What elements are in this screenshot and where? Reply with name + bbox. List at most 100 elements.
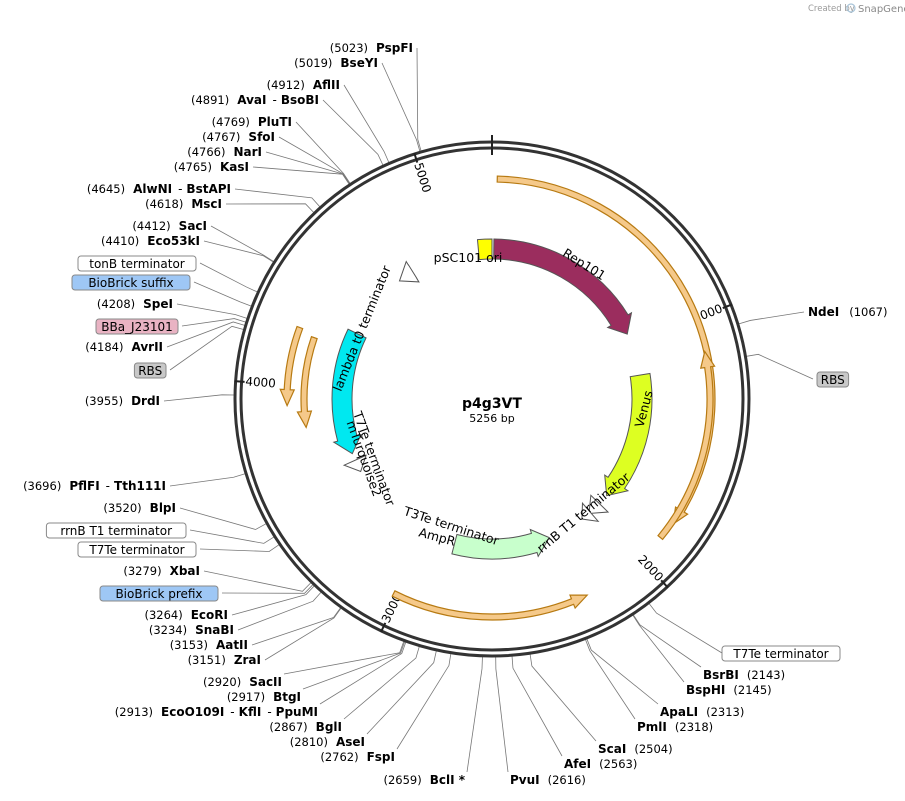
site-name: FspI — [367, 750, 395, 764]
restriction-site: (3151) ZraI — [188, 653, 261, 667]
callout-label: rrnB T1 terminator — [60, 524, 172, 538]
feature-callout: BioBrick suffix — [71, 274, 191, 291]
site-name-extra: BsoBI — [281, 93, 319, 107]
site-position: (4412) — [132, 219, 170, 233]
site-position: (3696) — [23, 479, 61, 493]
site-name: PflFI — [69, 479, 99, 493]
site-label: (2867)BglI — [269, 720, 342, 734]
restriction-site: (4618)MscI — [145, 197, 222, 211]
site-position: (4410) — [101, 234, 139, 248]
site-label: PvuI (2616) — [510, 773, 586, 787]
leader-line — [343, 84, 390, 163]
orf-arrow — [279, 325, 304, 408]
feature-rep101 — [493, 238, 633, 335]
leader-line — [225, 203, 315, 213]
leader-line — [366, 650, 437, 735]
feature-psc101-ori — [476, 238, 493, 261]
site-label: (2913)EcoO109I-KflI-PpuMI — [115, 705, 318, 719]
leader-line — [252, 166, 350, 185]
site-position: (3151) — [188, 653, 226, 667]
site-name: XbaI — [170, 564, 200, 578]
leader-line — [511, 656, 563, 757]
restriction-site: (5023)PspFI — [330, 41, 413, 55]
restriction-site: (2913)EcoO109I-KflI-PpuMI — [115, 705, 318, 719]
orf-arrow — [657, 349, 716, 541]
restriction-site: (4410)Eco53kI — [101, 234, 200, 248]
restriction-site: (3955)DrdI — [85, 394, 160, 408]
site-name: AvaI — [237, 93, 266, 107]
leader-line — [295, 121, 351, 184]
site-name: AflII — [313, 78, 340, 92]
leader-line — [396, 653, 452, 750]
leader-line — [746, 353, 814, 380]
site-position: (4184) — [85, 340, 123, 354]
site-label: PmlI(2318) — [637, 720, 713, 734]
site-name: PspFI — [376, 41, 413, 55]
credit-prefix: Created by — [808, 4, 855, 14]
feature-callout: tonB terminator — [77, 255, 197, 272]
leader-line — [529, 654, 597, 742]
callout-box — [77, 255, 197, 272]
restriction-site: (2867)BglI — [269, 720, 342, 734]
site-position: (4765) — [174, 160, 212, 174]
feature-callout: rrnB T1 terminator — [45, 522, 187, 539]
site-position: (2762) — [320, 750, 358, 764]
site-name: PluTI — [258, 115, 292, 129]
site-position: (2616) — [548, 773, 586, 787]
feature-lambda-t0-terminator — [398, 260, 420, 283]
callout-box — [133, 362, 167, 379]
restriction-site: (4766)NarI — [187, 145, 262, 159]
credit-brand: SnapGene — [858, 4, 905, 15]
callout-box — [77, 541, 197, 558]
site-name: AfeI — [564, 757, 591, 771]
restriction-site: (2917)BtgI — [227, 690, 301, 704]
feature-label: rrnB T1 terminator — [534, 469, 633, 556]
callout-label: RBS — [821, 373, 845, 387]
leader-line — [633, 614, 702, 668]
site-separator: - — [273, 93, 277, 107]
leader-line — [495, 656, 509, 773]
site-name: ZraI — [234, 653, 261, 667]
site-position: (4645) — [87, 182, 125, 196]
site-position: (2563) — [599, 757, 637, 771]
site-name: BclI * — [430, 773, 466, 787]
plasmid-name: p4g3VT — [462, 396, 522, 412]
site-name: DrdI — [131, 394, 160, 408]
site-label: (3264)EcoRI — [144, 608, 228, 622]
callout-label: BioBrick prefix — [115, 587, 202, 601]
site-label: (3151) ZraI — [188, 653, 261, 667]
leader-line — [199, 262, 258, 293]
site-position: (4912) — [267, 78, 305, 92]
leader-line — [221, 584, 314, 594]
site-name: PvuI — [510, 773, 540, 787]
restriction-site: BsrBI(2143) — [703, 668, 785, 682]
site-name: SpeI — [143, 297, 173, 311]
site-label: (3234)SnaBI — [149, 623, 234, 637]
site-name: SfoI — [248, 130, 275, 144]
site-position: (4769) — [212, 115, 250, 129]
callout-label: T7Te terminator — [732, 647, 828, 661]
restriction-site: (4208)SpeI — [97, 297, 173, 311]
callout-box — [71, 274, 191, 291]
site-name-extra: PpuMI — [276, 705, 318, 719]
site-position: (2318) — [675, 720, 713, 734]
site-position: (2504) — [634, 742, 672, 756]
leader-line — [381, 62, 421, 152]
leader-line — [343, 646, 420, 720]
leader-line — [234, 188, 321, 208]
leader-line — [632, 614, 685, 683]
site-name: BspHI — [686, 683, 725, 697]
feature-callout: BioBrick prefix — [99, 585, 219, 602]
site-position: (4766) — [187, 145, 225, 159]
site-name: AvrII — [131, 340, 163, 354]
callout-box — [816, 371, 850, 388]
tick-label: 5000 — [411, 161, 434, 194]
leader-line — [264, 607, 342, 661]
site-name-extra: Tth111I — [114, 479, 166, 493]
restriction-site: (2810)AseI — [290, 735, 365, 749]
site-name: BsrBI — [703, 668, 739, 682]
site-label: BsrBI(2143) — [703, 668, 785, 682]
leader-line — [189, 529, 275, 544]
restriction-site: (3234)SnaBI — [149, 623, 234, 637]
